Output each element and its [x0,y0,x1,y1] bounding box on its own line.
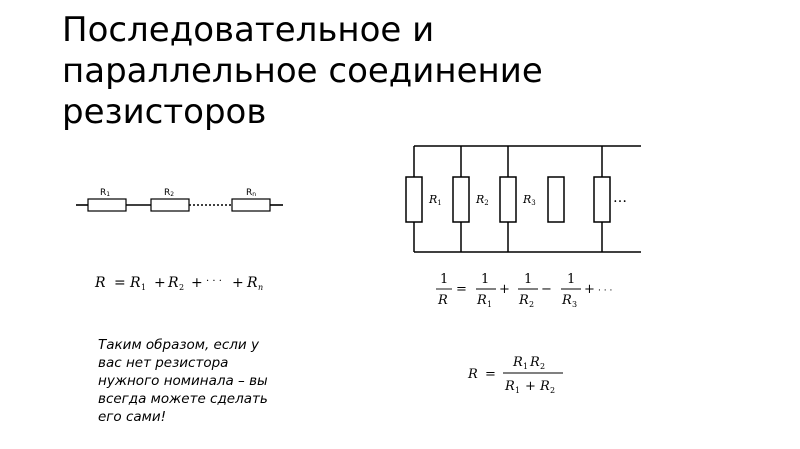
svg-text:2: 2 [540,362,545,371]
note-line-2: вас нет резистора [98,355,229,371]
slide-title: Последовательное и параллельное соединен… [62,10,622,133]
series-label-rn: Rn [246,188,256,198]
series-labels: R1 R2 Rn [100,188,256,198]
svg-text:R: R [539,379,550,394]
series-label-r2: R2 [164,188,174,198]
note-line-3: нужного номинала – вы [98,373,268,389]
svg-text:=: = [485,367,496,382]
svg-text:R: R [504,379,515,394]
parallel-resistor-5 [593,176,611,223]
svg-text:2: 2 [529,300,534,309]
note-line-4: всегда можете сделать [98,391,268,407]
series-resistor-1 [87,198,127,212]
title-line-1: Последовательное и [62,10,435,50]
svg-text:+: + [232,275,244,291]
svg-text:−: − [541,282,552,297]
svg-text:+: + [154,275,166,291]
svg-text:n: n [258,283,263,292]
parallel-label-r2: R2 [475,193,489,207]
title-line-2: параллельное соединение [62,51,543,91]
svg-text:+: + [191,275,203,291]
svg-text:+: + [584,282,595,297]
svg-text:1: 1 [523,362,528,371]
svg-text:1: 1 [487,300,492,309]
svg-text:· · ·: · · · [598,286,612,296]
parallel-labels: R1 R2 R3 [428,193,536,207]
title-line-3: резисторов [62,92,267,132]
parallel-resistor-2 [452,176,470,223]
svg-text:3: 3 [572,300,577,309]
note-line-1: Таким образом, если у [98,337,259,353]
svg-text:R: R [129,275,141,291]
series-label-r1: R1 [100,188,110,198]
svg-text:· · ·: · · · [206,276,222,287]
svg-text:2: 2 [550,386,555,395]
svg-text:1: 1 [524,272,532,287]
parallel-ellipsis: … [613,190,627,206]
svg-text:R: R [167,275,179,291]
svg-text:R: R [246,275,258,291]
svg-text:R: R [467,367,478,382]
svg-text:R: R [437,293,448,308]
svg-text:+: + [525,379,536,394]
formula-series: R = R 1 + R 2 + · · · + R n [94,275,263,292]
svg-text:R: R [512,355,523,370]
svg-text:=: = [114,275,126,291]
svg-text:R: R [476,293,487,308]
svg-text:R: R [561,293,572,308]
svg-text:R: R [529,355,540,370]
note-line-5: его сами! [98,409,167,425]
svg-text:R: R [518,293,529,308]
parallel-resistor-4 [547,176,565,223]
svg-text:R: R [94,275,106,291]
series-circuit [76,198,283,212]
parallel-label-r3: R3 [522,193,536,207]
series-resistor-n [231,198,271,212]
formula-parallel-two: R = R 1 R 2 R 1 + R 2 [467,355,563,395]
svg-text:+: + [499,282,510,297]
svg-text:2: 2 [179,283,184,292]
svg-text:1: 1 [440,272,448,287]
svg-text:1: 1 [567,272,575,287]
formula-parallel-sum: 1 R = 1 R 1 + 1 R 2 − 1 R 3 + · · · [436,272,612,309]
svg-text:=: = [456,282,467,297]
note-text: Таким образом, если у вас нет резистора … [98,336,298,426]
svg-text:1: 1 [141,283,146,292]
svg-text:1: 1 [515,386,520,395]
parallel-circuit [405,145,641,253]
parallel-resistor-3 [499,176,517,223]
parallel-label-r1: R1 [428,193,442,207]
parallel-resistor-1 [405,176,423,223]
svg-text:1: 1 [481,272,489,287]
series-resistor-2 [150,198,190,212]
